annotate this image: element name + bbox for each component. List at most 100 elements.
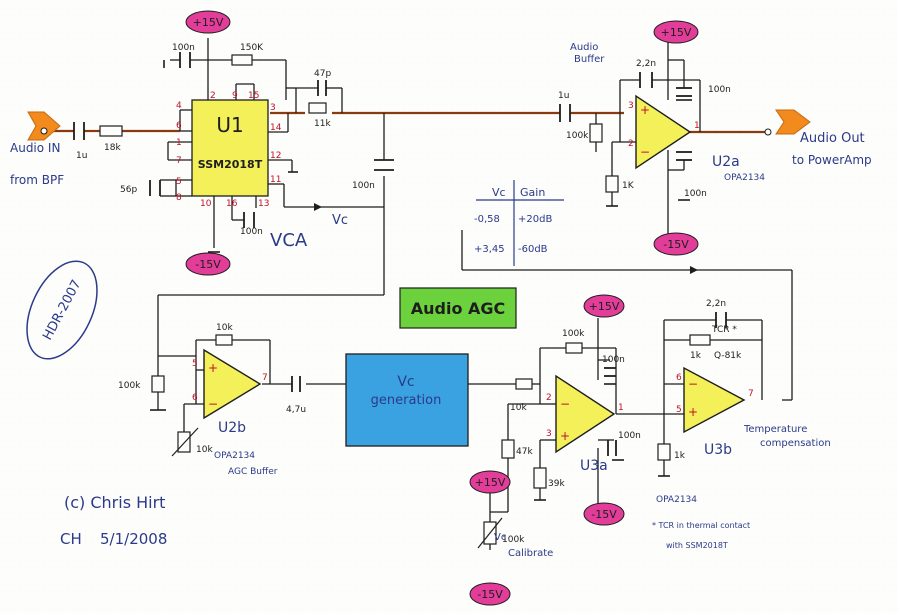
r-1k-tcr-label: 1k [690,351,702,361]
r-11k-label: 11k [314,119,331,129]
pot-100k-label: 100k [502,535,525,545]
opamp-polarity-marks: +− +− −+ −+ [208,103,698,443]
svg-text:7: 7 [748,389,754,399]
calibrate-line2: Calibrate [508,548,553,559]
table-r2-gain: -60dB [518,244,548,255]
svg-text:4: 4 [176,101,182,111]
svg-text:−: − [688,377,698,391]
u3b-name: U3b [704,442,732,458]
table-r2-vc: +3,45 [474,244,505,255]
input-source: from BPF [10,173,64,187]
u1-chip-body [191,99,269,197]
svg-text:−: − [640,145,650,159]
svg-text:10: 10 [200,199,212,209]
u1-plus-rail-label: +15V [193,16,224,29]
initials: CH [60,530,82,548]
title-box [399,287,517,329]
opamp-triangles [203,94,746,454]
svg-text:3: 3 [628,101,634,111]
svg-text:9: 9 [232,91,238,101]
r-100k-buf-label: 100k [566,131,589,141]
r-39k-label: 39k [548,479,565,489]
output-label2: to PowerAmp [792,153,872,167]
svg-text:8: 8 [176,193,182,203]
c-100n-bot-label: 100n [240,227,263,237]
u1-name: U1 [216,113,243,137]
opamp-pin-labels: 3 2 1 5 6 7 2 3 1 6 5 7 [192,101,754,439]
svg-text:+: + [208,361,218,375]
u2a-part: OPA2134 [724,173,765,183]
u2a-plus-rail-label: +15V [661,26,692,39]
svg-text:3: 3 [270,103,276,113]
c-100n-cpl-label: 100n [352,181,375,191]
stamp-ellipse [26,260,98,360]
potentiometers [171,427,503,549]
svg-text:6: 6 [192,393,198,403]
u2b-part: OPA2134 [214,451,255,461]
output-arrow-icon [775,109,811,135]
table-header-gain: Gain [520,186,545,199]
r-10k-u3-label: 10k [510,403,527,413]
note-line2: with SSM2018T [666,541,728,550]
svg-text:1: 1 [694,121,700,131]
u3b-part: OPA2134 [656,495,697,505]
title-text: Audio AGC [411,299,506,318]
svg-text:14: 14 [270,123,282,133]
c-4u7-label: 4,7u [286,405,306,415]
r-150k-label: 150K [240,43,264,53]
u3a-name: U3a [580,458,608,474]
svg-text:1: 1 [176,138,182,148]
u2b-name: U2b [218,420,246,436]
vc-arrow-icon [314,203,322,211]
svg-text:+: + [688,405,698,419]
component-values: 100n 150K 47p 11k 1u 18k 56p 100n 100n 1… [76,43,742,545]
power-rails [185,10,699,606]
r-10k-agc-label: 10k [216,323,233,333]
rail-labels: +15V -15V +15V -15V +15V -15V +15V -15V [193,16,692,601]
ground-symbols [150,60,692,513]
table-r1-gain: +20dB [518,214,552,225]
cal-minus-rail-label: -15V [477,588,503,601]
svg-text:+: + [640,103,650,117]
pot-10k-label: 10k [196,445,213,455]
r-1k-buf-label: 1K [622,181,635,191]
c-100n-buf1-label: 100n [708,85,731,95]
vca-label: VCA [270,230,308,251]
svg-text:7: 7 [262,373,268,383]
author: (c) Chris Hirt [64,493,165,512]
tempcomp-line1: Temperature [743,424,807,435]
buffer-label1: Audio [570,42,598,53]
svg-text:13: 13 [258,199,269,209]
u2a-name: U2a [712,154,740,170]
table-lines [476,180,564,266]
c-2n2-u3-label: 2,2n [706,299,726,309]
svg-text:3: 3 [546,429,552,439]
svg-text:−: − [560,397,570,411]
input-label: Audio IN [10,141,60,155]
c-100n-u3b-label: 100n [618,431,641,441]
input-terminal [40,127,48,135]
output-terminal [764,128,772,136]
c-1u-in-label: 1u [76,151,87,161]
c-1u-out-label: 1u [558,91,569,101]
r-100k-u3-label: 100k [562,329,585,339]
u1-minus-rail-label: -15V [195,258,221,271]
svg-text:16: 16 [226,199,238,209]
svg-text:6: 6 [676,373,682,383]
q81k-label: Q-81k [714,351,742,361]
note-line1: * TCR in thermal contact [652,521,750,530]
u1-pin-labels: 4 6 1 7 5 8 2 9 15 3 14 12 11 10 16 13 [176,91,282,209]
c-56p-label: 56p [120,185,137,195]
u3-plus-rail-label: +15V [589,300,620,313]
svg-text:2: 2 [628,139,634,149]
svg-text:15: 15 [248,91,259,101]
svg-text:1: 1 [618,403,624,413]
svg-text:+: + [560,429,570,443]
vc-block-line1: Vc [397,374,414,390]
svg-text:6: 6 [176,121,182,131]
c-100n-top-label: 100n [172,43,195,53]
feedback-arrow-icon [690,266,698,274]
svg-text:11: 11 [270,175,281,185]
